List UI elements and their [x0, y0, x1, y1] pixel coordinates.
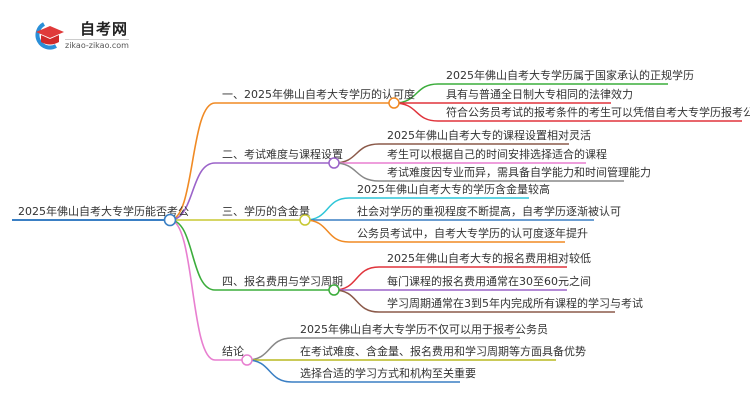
leaf-connector: [333, 162, 624, 182]
branch-node[interactable]: 一、2025年佛山自考大专学历的认可度: [222, 87, 415, 101]
logo-url: zikao-zikao.com: [65, 39, 129, 50]
branch-node[interactable]: 四、报名费用与学习周期: [222, 274, 343, 288]
leaf-node[interactable]: 2025年佛山自考大专的报名费用相对较低: [387, 251, 591, 265]
collapse-toggle[interactable]: [241, 354, 253, 366]
graduation-cap-icon: [35, 22, 64, 50]
branch-connector: [169, 102, 394, 221]
leaf-node[interactable]: 在考试难度、含金量、报名费用和学习周期等方面具备优势: [300, 344, 586, 358]
logo-brand: 自考网: [80, 20, 129, 38]
leaf-node[interactable]: 社会对学历的重视程度不断提高，自考学历逐渐被认可: [357, 204, 621, 218]
collapse-toggle[interactable]: [328, 157, 340, 169]
leaf-connector: [304, 219, 565, 243]
collapse-toggle[interactable]: [388, 97, 400, 109]
collapse-toggle[interactable]: [299, 214, 311, 226]
leaf-node[interactable]: 考生可以根据自己的时间安排选择适合的课程: [387, 147, 607, 161]
leaf-node[interactable]: 2025年佛山自考大专学历不仅可以用于报考公务员: [300, 322, 548, 336]
leaf-connector: [393, 102, 742, 122]
branch-connector: [169, 162, 334, 221]
leaf-node[interactable]: 考试难度因专业而异，需具备自学能力和时间管理能力: [387, 165, 651, 179]
leaf-node[interactable]: 学习周期通常在3到5年内完成所有课程的学习与考试: [387, 296, 643, 310]
leaf-node[interactable]: 2025年佛山自考大专的课程设置相对灵活: [387, 128, 591, 142]
leaf-node[interactable]: 每门课程的报名费用通常在30至60元之间: [387, 274, 591, 288]
leaf-connector: [304, 197, 529, 221]
collapse-toggle[interactable]: [328, 284, 340, 296]
root-node[interactable]: 2025年佛山自考大专学历能否考公: [18, 204, 189, 218]
leaf-node[interactable]: 符合公务员考试的报考条件的考生可以凭借自考大专学历报考公务员: [446, 105, 750, 119]
branch-node[interactable]: 三、学历的含金量: [222, 204, 310, 218]
leaf-node[interactable]: 2025年佛山自考大专的学历含金量较高: [357, 182, 550, 196]
leaf-connector: [246, 359, 460, 383]
branch-connector: [169, 219, 247, 361]
leaf-node[interactable]: 2025年佛山自考大专学历属于国家承认的正规学历: [446, 68, 694, 82]
leaf-connector: [333, 289, 615, 313]
branch-node[interactable]: 结论: [222, 344, 244, 358]
leaf-connector: [333, 266, 567, 291]
leaf-node[interactable]: 具有与普通全日制大专相同的法律效力: [446, 87, 633, 101]
root-collapse-toggle[interactable]: [163, 213, 177, 227]
leaf-node[interactable]: 选择合适的学习方式和机构至关重要: [300, 366, 476, 380]
leaf-node[interactable]: 公务员考试中，自考大专学历的认可度逐年提升: [357, 226, 588, 240]
branch-node[interactable]: 二、考试难度与课程设置: [222, 147, 343, 161]
leaf-connector: [246, 337, 520, 361]
branch-connector: [169, 219, 334, 291]
logo: 自考网 zikao-zikao.com: [30, 18, 170, 50]
